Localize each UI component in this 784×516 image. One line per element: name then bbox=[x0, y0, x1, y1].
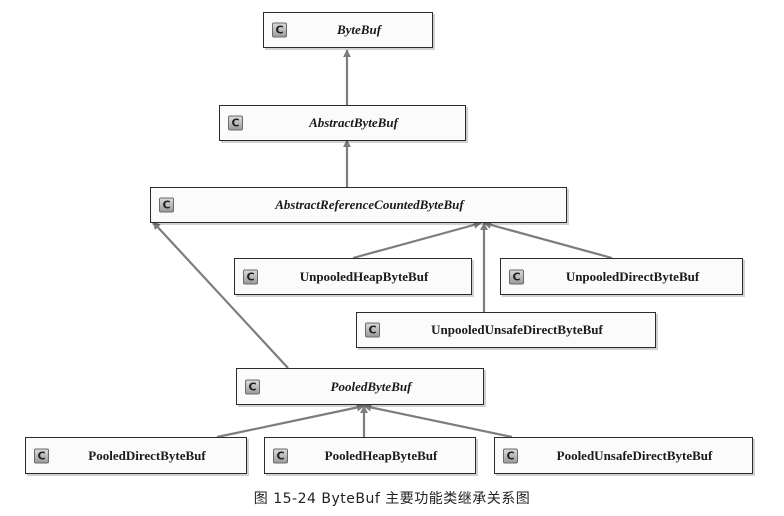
node-label: PooledUnsafeDirectByteBuf bbox=[556, 447, 713, 463]
class-c-icon: C bbox=[509, 269, 524, 284]
class-c-icon: C bbox=[273, 448, 288, 463]
edge-pooleddirect-to-pooledbytebuf bbox=[216, 403, 365, 439]
node-label: UnpooledUnsafeDirectByteBuf bbox=[431, 322, 603, 337]
node-abstractreferencecountedbytebuf[interactable]: C AbstractReferenceCountedByteBuf bbox=[150, 187, 567, 223]
node-label: ByteBuf bbox=[336, 22, 382, 37]
class-c-icon: C bbox=[365, 322, 380, 338]
class-c-icon: C bbox=[503, 448, 518, 463]
node-unpooledheapbytebuf[interactable]: C UnpooledHeapByteBuf bbox=[234, 258, 472, 295]
edge-pooledbytebuf-to-abstractrefcounted bbox=[152, 221, 289, 369]
node-bytebuf[interactable]: C ByteBuf bbox=[263, 12, 433, 48]
node-pooledheapbytebuf[interactable]: C PooledHeapByteBuf bbox=[264, 437, 476, 474]
node-label: PooledByteBuf bbox=[330, 378, 412, 394]
node-label: UnpooledDirectByteBuf bbox=[565, 268, 700, 284]
class-c-icon: C bbox=[245, 379, 260, 394]
node-label: AbstractReferenceCountedByteBuf bbox=[275, 197, 464, 212]
edge-unpooledheap-to-abstractrefcounted bbox=[352, 221, 482, 260]
node-abstractbytebuf[interactable]: C AbstractByteBuf bbox=[219, 105, 466, 141]
node-label: AbstractByteBuf bbox=[309, 115, 398, 130]
class-c-icon: C bbox=[243, 269, 258, 284]
class-c-icon: C bbox=[159, 197, 174, 213]
edge-pooledunsafedirect-to-pooledbytebuf bbox=[363, 403, 513, 439]
node-pooleddirectbytebuf[interactable]: C PooledDirectByteBuf bbox=[25, 437, 247, 474]
edge-unpooleddirect-to-abstractrefcounted bbox=[483, 221, 613, 260]
node-unpooleddirectbytebuf[interactable]: C UnpooledDirectByteBuf bbox=[500, 258, 743, 295]
class-c-icon: C bbox=[34, 448, 49, 463]
node-pooledbytebuf[interactable]: C PooledByteBuf bbox=[236, 368, 484, 405]
node-unpooledunsafedirectbytebuf[interactable]: C UnpooledUnsafeDirectByteBuf bbox=[356, 312, 656, 348]
node-pooledunsafedirectbytebuf[interactable]: C PooledUnsafeDirectByteBuf bbox=[494, 437, 753, 474]
class-c-icon: C bbox=[228, 115, 243, 131]
node-label: UnpooledHeapByteBuf bbox=[299, 268, 429, 284]
class-c-icon: C bbox=[272, 22, 287, 38]
node-label: PooledHeapByteBuf bbox=[324, 447, 438, 463]
figure-caption: 图 15-24 ByteBuf 主要功能类继承关系图 bbox=[253, 491, 531, 507]
node-label: PooledDirectByteBuf bbox=[88, 447, 206, 463]
